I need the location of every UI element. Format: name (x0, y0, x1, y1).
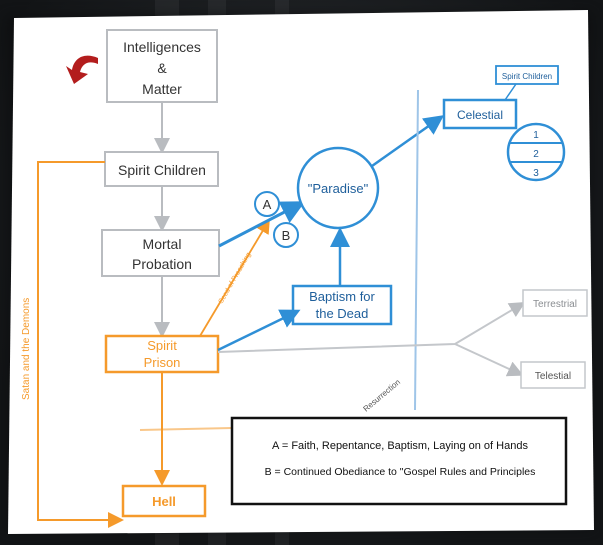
hell-label: Hell (152, 494, 176, 509)
marker-a-circle (254, 191, 280, 217)
telestial-label: Telestial (535, 371, 571, 382)
degrees-circle (506, 122, 566, 182)
celestial-label: Celestial (457, 108, 503, 122)
marker-b-label: B (282, 228, 291, 243)
degree-3-label: 3 (533, 168, 539, 179)
baptism-dead-box (291, 284, 393, 326)
spirit-children-label: Spirit Children (118, 162, 206, 178)
celestial-tag-label: Spirit Children (502, 72, 552, 81)
edge-tag-celestial (504, 83, 517, 101)
terrestrial-box (522, 289, 588, 317)
celestial-box (442, 98, 518, 130)
baptism-dead-label: the Dead (316, 306, 369, 321)
resurrection-divider (414, 89, 419, 411)
mortal-probation-label: Mortal (143, 236, 182, 252)
spirit-prison-label: Prison (144, 355, 181, 370)
degree-2-label: 2 (533, 149, 539, 160)
marker-b-circle (273, 222, 299, 248)
edge-mortal-paradise (218, 201, 306, 248)
mortal-probation-box (101, 229, 220, 277)
legend-box (230, 416, 568, 506)
mortal-probation-label: Probation (132, 256, 192, 272)
hell-box (121, 484, 207, 518)
intelligences-label: Intelligences (123, 39, 201, 55)
edge-prison-baptism (217, 309, 301, 352)
spirit-children-box (104, 151, 219, 187)
celestial-tag-box (495, 65, 559, 85)
marker-a-label: A (263, 197, 272, 212)
legend-line-a: A = Faith, Repentance, Baptism, Laying o… (272, 440, 528, 452)
paradise-label: "Paradise" (308, 181, 369, 196)
legend-line-b: B = Continued Obediance to "Gospel Rules… (265, 466, 536, 478)
edge-prison-telestial (454, 343, 524, 377)
edge-paradise-celestial (371, 115, 445, 168)
spirit-prison-label: Spirit (147, 338, 177, 353)
satan-demons-label: Satan and the Demons (21, 298, 32, 400)
telestial-box (520, 361, 586, 389)
intelligences-label: Matter (142, 81, 182, 97)
satan-demons-path (37, 161, 124, 528)
terrestrial-label: Terrestrial (533, 299, 577, 310)
baptism-dead-label: Baptism for (309, 289, 375, 304)
red-curved-arrow-icon (66, 55, 98, 84)
degree-1-label: 1 (533, 130, 539, 141)
edge-prison-paradise (199, 218, 270, 337)
intelligences-label: & (157, 60, 167, 76)
